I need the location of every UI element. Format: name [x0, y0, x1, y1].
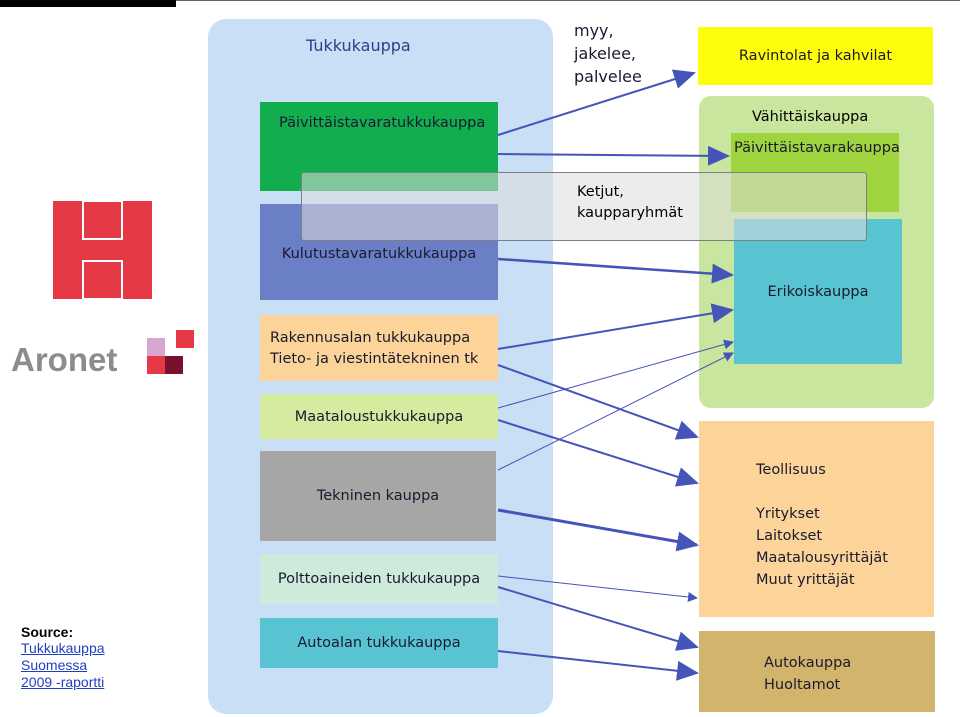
box-tekninen-kauppa: Tekninen kauppa [260, 451, 496, 541]
verbs-label: myy, jakelee, palvelee [574, 19, 642, 88]
ketjut-overlay [301, 172, 867, 241]
ketjut-label: Ketjut, kauppa­ryhmät [577, 184, 683, 221]
box-autokauppa: Autokauppa Huoltamot [699, 631, 935, 712]
box-label: Kulutustavaratukkukauppa [281, 246, 477, 262]
verb-palvelee: palvelee [574, 67, 642, 86]
box-label: Rakennusalan tukkukauppa Tieto- ja viest… [270, 330, 479, 367]
vahittaiskauppa-title: Vähittäiskauppa [752, 109, 869, 125]
h-logo [53, 201, 152, 299]
source-link-line-1[interactable]: Tukkukauppa [21, 640, 105, 656]
box-autoalan: Autoalan tukkukauppa [260, 618, 498, 668]
aronet-logo: Aronet [11, 330, 196, 378]
box-label: Teollisuus Yritykset Laitokset Maatalous… [756, 462, 888, 588]
box-label: Autoalan tukkukauppa [297, 635, 461, 651]
box-label: Polttoaineiden tukkukauppa [277, 571, 481, 587]
box-label: Päivittäistavaratukkukauppa [279, 115, 486, 131]
box-erikoiskauppa: Erikoiskauppa [734, 219, 902, 364]
box-ravintolat: Ravintolat ja kahvilat [698, 27, 933, 85]
source-block: Source: Tukkukauppa Suomessa 2009 -rapor… [21, 624, 105, 691]
h-logo-icon [53, 201, 152, 299]
box-maataloustukkukauppa: Maataloustukkukauppa [260, 394, 498, 439]
top-rule [176, 0, 960, 1]
box-label: Ravintolat ja kahvilat [738, 48, 893, 64]
box-polttoaineiden: Polttoaineiden tukkukauppa [260, 554, 498, 604]
top-bar [0, 0, 176, 7]
tukkukauppa-title: Tukkukauppa [306, 36, 411, 55]
source-label: Source: [21, 624, 74, 640]
box-label: Tekninen kauppa [316, 488, 440, 504]
verb-myy: myy, [574, 21, 614, 40]
aronet-logo-icon: Aronet [11, 330, 194, 378]
source-link-line-2[interactable]: Suomessa [21, 657, 88, 673]
box-teollisuus: Teollisuus Yritykset Laitokset Maatalous… [699, 421, 934, 617]
box-label: Erikoiskauppa [767, 283, 869, 300]
verb-jakelee: jakelee, [574, 44, 637, 63]
box-label: Päivittäistavarakauppa [734, 140, 900, 156]
box-label: Autokauppa Huoltamot [764, 655, 852, 693]
box-label: Maataloustukkukauppa [294, 408, 464, 425]
aronet-wordmark: Aronet [11, 341, 117, 378]
source-link-line-3[interactable]: 2009 -raportti [21, 674, 105, 690]
box-rakennusalan: Rakennusalan tukkukauppa Tieto- ja viest… [260, 315, 498, 381]
